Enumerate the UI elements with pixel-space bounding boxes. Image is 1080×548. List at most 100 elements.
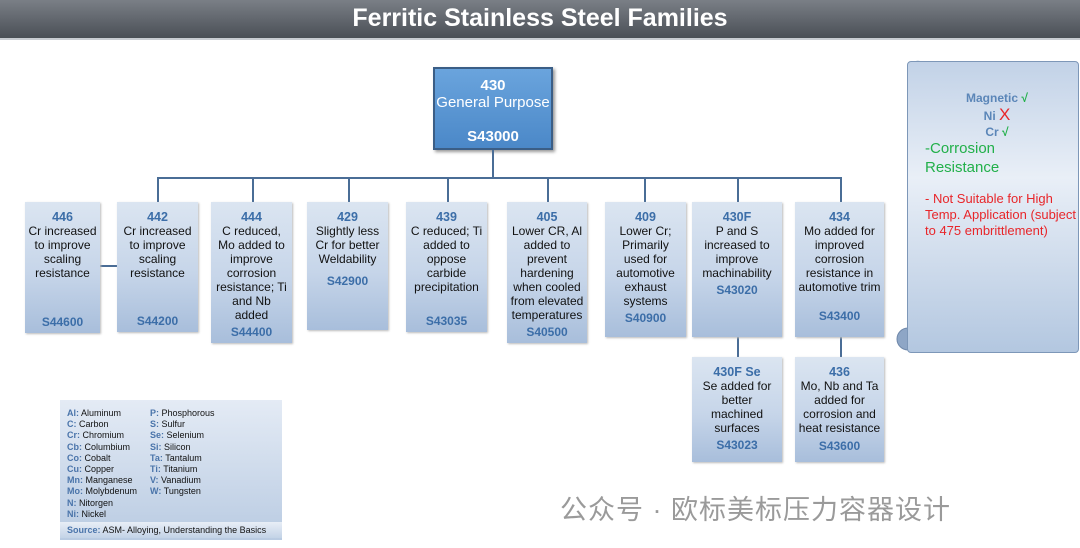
legend-entry: Cu: Copper (67, 464, 137, 475)
element-name: Selenium (166, 430, 205, 441)
connector-line (840, 337, 842, 357)
legend-entry: W: Tungsten (150, 486, 215, 497)
grade: 430F Se (713, 365, 761, 379)
element-symbol: Cr: (67, 430, 80, 441)
legend-entry: S: Sulfur (150, 419, 215, 430)
legend-entry: V: Vanadium (150, 475, 215, 486)
element-symbol: Mo: (67, 486, 83, 497)
grade: 429 (337, 210, 358, 224)
legend-entry: Ni: Nickel (67, 509, 137, 520)
corrosion-note: -Corrosion Resistance (925, 140, 1000, 176)
element-symbol: Ta: (150, 452, 163, 463)
legend-entry: Se: Selenium (150, 430, 215, 441)
connector-line (547, 177, 549, 202)
element-name: Chromium (82, 430, 125, 441)
uns-number: S40500 (526, 325, 568, 339)
description: C reduced; Ti added to oppose carbide pr… (410, 224, 483, 294)
element-name: Titanium (163, 464, 198, 475)
element-name: Nitorgen (79, 497, 114, 508)
legend-entry: N: Nitorgen (67, 498, 137, 509)
connector-line (157, 177, 159, 202)
connector-line (840, 177, 842, 202)
element-name: Cobalt (84, 452, 111, 463)
legend-entry: C: Carbon (67, 419, 137, 430)
uns-number: S44200 (136, 314, 179, 328)
description: P and S increased to improve machinabili… (702, 224, 772, 280)
legend-entry: Ti: Titanium (150, 464, 215, 475)
uns-number: S43400 (818, 309, 861, 323)
element-symbol: W: (150, 486, 162, 497)
element-name: Aluminum (81, 408, 122, 418)
legend-entry: Si: Silicon (150, 442, 215, 453)
uns-number: S43600 (818, 439, 861, 453)
description: Slightly less Cr for better Weldability (315, 224, 380, 266)
element-name: Copper (84, 464, 115, 475)
connector-line (737, 337, 739, 357)
element-symbol: Se: (150, 430, 165, 441)
check-icon: √ (1021, 91, 1028, 105)
legend-entry: Ta: Tantalum (150, 453, 215, 464)
cr-label: Cr (985, 125, 999, 139)
temperature-warning: - Not Suitable for High Temp. Applicatio… (925, 191, 1077, 238)
description: Mo, Nb and Ta added for corrosion and he… (798, 379, 881, 435)
element-symbol: Cu: (67, 464, 82, 475)
grade: 446 (52, 210, 73, 224)
element-symbol: Cb: (67, 441, 82, 452)
element-name: Manganese (85, 475, 133, 486)
uns-number: S42900 (326, 274, 369, 288)
ni-label: Ni (983, 109, 996, 123)
element-name: Tungsten (163, 486, 201, 497)
uns-number: S43023 (716, 438, 758, 452)
grade: 444 (241, 210, 262, 224)
element-symbol: Co: (67, 452, 82, 463)
element-symbol: P: (150, 408, 159, 418)
element-symbol: Ti: (150, 464, 161, 475)
element-name: Nickel (81, 508, 107, 519)
scroll-text: Magnetic √ Ni X Cr √ -Corrosion Resistan… (925, 91, 1077, 239)
element-symbol: Si: (150, 441, 162, 452)
root-family-430: 430 General Purpose S43000 (433, 67, 553, 150)
check-icon: √ (1002, 125, 1009, 139)
legend-entry: Mo: Molybdenum (67, 486, 137, 497)
connector-line (348, 177, 350, 202)
element-name: Molybdenum (85, 486, 138, 497)
description: C reduced, Mo added to improve corrosion… (216, 224, 287, 322)
description: Se added for better machined surfaces (702, 379, 772, 435)
legend-entry: Al: Aluminum (67, 408, 137, 419)
description: Cr increased to improve scaling resistan… (123, 224, 192, 280)
element-symbol: Mn: (67, 475, 83, 486)
legend-entry: Co: Cobalt (67, 453, 137, 464)
source-text: ASM- Alloying, Understanding the Basics (102, 525, 267, 535)
uns-number: S43020 (716, 283, 758, 297)
grade: 442 (147, 210, 168, 224)
element-symbol: V: (150, 475, 159, 486)
description: Cr increased to improve scaling resistan… (28, 224, 97, 280)
element-name: Phosphorous (161, 408, 215, 418)
connector-line (100, 265, 117, 267)
element-name: Tantalum (165, 452, 202, 463)
element-symbol: Ni: (67, 508, 79, 519)
element-name: Vanadium (161, 475, 201, 486)
grade: 436 (829, 365, 850, 379)
scroll-body (907, 61, 1079, 353)
page-title: Ferritic Stainless Steel Families (0, 0, 1080, 40)
uns-number: S43035 (425, 314, 468, 328)
uns-number: S40900 (624, 311, 667, 325)
connector-line (157, 177, 840, 179)
legend-entry: P: Phosphorous (150, 408, 215, 419)
cross-icon: X (999, 105, 1011, 124)
element-symbol: C: (67, 419, 77, 430)
description: Mo added for improved corrosion resistan… (798, 224, 881, 294)
grade: 405 (536, 210, 558, 224)
